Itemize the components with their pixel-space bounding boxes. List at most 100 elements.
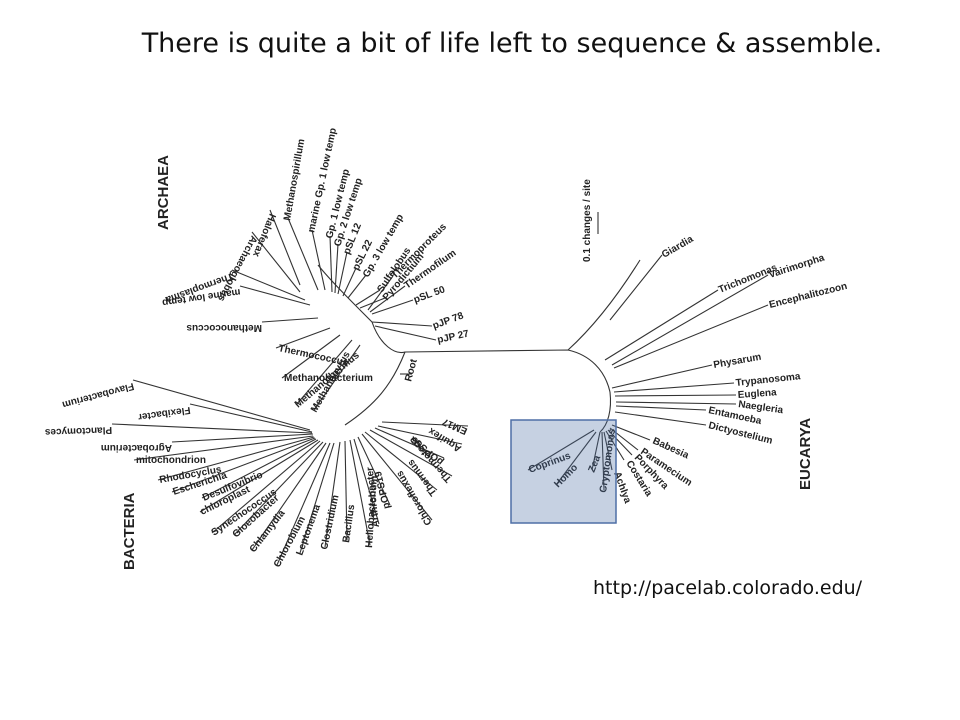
tree-branch bbox=[371, 299, 414, 315]
taxon-label-euglena: Euglena bbox=[737, 387, 777, 401]
tree-branch bbox=[132, 379, 311, 431]
tree-branch bbox=[601, 431, 605, 491]
highlight-box bbox=[510, 419, 617, 524]
taxon-label-pjp-27: pJP 27 bbox=[436, 328, 470, 346]
source-url: http://pacelab.colorado.edu/ bbox=[593, 577, 863, 599]
taxon-label-flexibacter: Flexibacter bbox=[137, 404, 191, 422]
tree-branches bbox=[111, 209, 769, 566]
tree-branch bbox=[609, 254, 663, 321]
tree-branch bbox=[342, 267, 357, 297]
tree-branch bbox=[275, 327, 331, 349]
tree-branch bbox=[369, 429, 453, 477]
taxon-label-heliobacterium: Heliobacterium bbox=[364, 475, 380, 548]
tree-branch bbox=[611, 424, 651, 441]
taxon-label-giardia: Giardia bbox=[660, 234, 696, 261]
taxon-label-methanospirillum: Methanospirillum bbox=[282, 138, 307, 222]
tree-branch bbox=[613, 304, 769, 369]
taxon-label-bacillus: Bacillus bbox=[341, 503, 357, 543]
bacteria-stem bbox=[344, 351, 406, 426]
tree-branch bbox=[607, 429, 633, 456]
tree-branch bbox=[369, 285, 406, 313]
tree-branch bbox=[361, 433, 433, 521]
tree-branch bbox=[157, 436, 315, 481]
tree-branch bbox=[276, 442, 331, 566]
tree-branch bbox=[295, 339, 353, 406]
taxon-label-trypanosoma: Trypanosoma bbox=[735, 371, 801, 389]
tree-branch bbox=[604, 289, 719, 361]
eucarya-domain-label: EUCARYA bbox=[797, 418, 814, 490]
tree-branch bbox=[251, 442, 327, 551]
tree-branch bbox=[349, 439, 371, 546]
taxon-label-methanobacterium: Methanobacterium bbox=[284, 373, 373, 384]
root-label: Root bbox=[403, 357, 420, 382]
tree-branch bbox=[329, 235, 333, 293]
tree-branch bbox=[344, 440, 348, 541]
archaea-crown bbox=[317, 264, 373, 323]
eucarya-crown bbox=[599, 391, 612, 433]
taxon-label-planctomyces: Planctomyces bbox=[44, 424, 112, 437]
tree-branch bbox=[199, 439, 319, 513]
tree-branch bbox=[615, 405, 707, 411]
tree-branch bbox=[357, 436, 391, 506]
tree-branch bbox=[603, 431, 613, 471]
tree-branch bbox=[133, 435, 314, 461]
tree-branch bbox=[324, 441, 341, 548]
tree-branch bbox=[111, 423, 313, 434]
tree-branch bbox=[269, 209, 301, 286]
archaea-domain-label: ARCHAEA bbox=[155, 155, 172, 230]
slide-title: There is quite a bit of life left to seq… bbox=[141, 28, 883, 59]
tree-branch bbox=[231, 269, 306, 301]
tree-branch bbox=[614, 411, 707, 426]
tree-branch bbox=[353, 438, 380, 525]
tree-branch bbox=[527, 429, 595, 471]
tree-branch bbox=[611, 364, 713, 389]
bacteria-domain-label: BACTERIA bbox=[121, 492, 138, 570]
tree-branch bbox=[347, 274, 367, 299]
tree-branch bbox=[591, 431, 601, 471]
taxon-label-dictyostelium: Dictyostelium bbox=[707, 420, 773, 447]
tree-branch bbox=[371, 321, 433, 327]
tree-branch bbox=[605, 430, 625, 461]
taxon-label-physarum: Physarum bbox=[713, 352, 763, 371]
tree-branch bbox=[377, 425, 463, 445]
tree-branch bbox=[367, 275, 394, 311]
tree-branch bbox=[211, 440, 321, 534]
tree-branch bbox=[337, 251, 348, 295]
tree-branch bbox=[611, 274, 769, 366]
tree-branch bbox=[201, 438, 317, 499]
tree-branch bbox=[233, 441, 324, 536]
tree-branch bbox=[614, 394, 737, 397]
tree-branch bbox=[261, 317, 319, 323]
tree-branch bbox=[189, 403, 313, 433]
tree-branch bbox=[334, 243, 339, 294]
taxon-label-clostridium: Clostridium bbox=[319, 494, 341, 551]
tree-branch bbox=[374, 325, 437, 341]
taxon-label-encephalitozoon: Encephalitozoon bbox=[768, 281, 848, 311]
tree-branch bbox=[374, 427, 445, 459]
tree-branch bbox=[299, 442, 335, 554]
eucarya-deep-stem bbox=[567, 259, 641, 351]
tree-branch bbox=[364, 431, 438, 491]
tree-branch bbox=[609, 427, 639, 451]
tree-branch bbox=[171, 433, 314, 443]
taxon-label-pjp-78: pJP 78 bbox=[431, 310, 465, 331]
tree-branch bbox=[287, 217, 319, 291]
taxon-label-methanococcus: Methanococcus bbox=[186, 322, 262, 333]
taxon-label-psl-50: pSL 50 bbox=[412, 284, 447, 306]
tree-branch bbox=[613, 382, 735, 393]
taxon-label-agrobacterium: Agrobacterium bbox=[101, 442, 172, 453]
tree-branch bbox=[281, 334, 341, 379]
tree-branch bbox=[555, 431, 597, 486]
scale-bar-label: 0.1 changes / site bbox=[582, 179, 593, 262]
tree-branch bbox=[381, 421, 469, 427]
tree-branch bbox=[355, 289, 381, 306]
taxon-label-mitochondrion: mitochondrion bbox=[136, 455, 206, 466]
tree-branch bbox=[615, 401, 737, 405]
tree-branch bbox=[239, 285, 311, 306]
tree-branch bbox=[251, 231, 301, 293]
tree-branch bbox=[313, 344, 361, 411]
tree-branch bbox=[171, 437, 316, 493]
tree-branch bbox=[311, 229, 326, 291]
taxon-label-flavobacterium: Flavobacterium bbox=[61, 380, 135, 410]
